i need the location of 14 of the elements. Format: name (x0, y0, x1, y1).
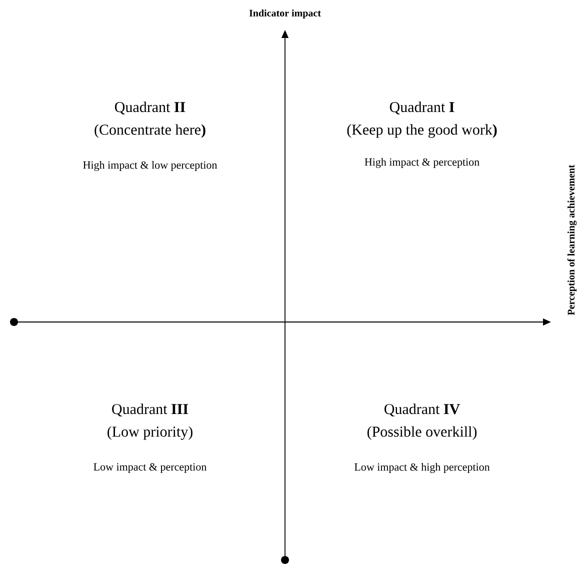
axis-label: Perception of learning achievement (567, 164, 577, 316)
quadrant-description: High impact & perception (364, 158, 480, 168)
quadrant-title: Quadrant III (112, 404, 188, 416)
quadrant-title: Quadrant II (115, 102, 186, 114)
quadrant-subtitle: (Low priority) (108, 426, 192, 440)
quadrant-description: Low impact & high perception (354, 463, 490, 473)
quadrant-description: Low impact & perception (94, 463, 207, 473)
quadrant-title: Quadrant I (390, 102, 454, 114)
quadrant-subtitle: (Possible overkill) (367, 426, 477, 440)
quadrant-subtitle: (Concentrate here) (94, 124, 206, 138)
quadrant-title: Quadrant IV (384, 404, 460, 416)
quadrant-subtitle: (Keep up the good work) (347, 124, 497, 138)
axis-label: Indicator impact (249, 9, 321, 19)
quadrant-description: High impact & low perception (83, 161, 218, 171)
